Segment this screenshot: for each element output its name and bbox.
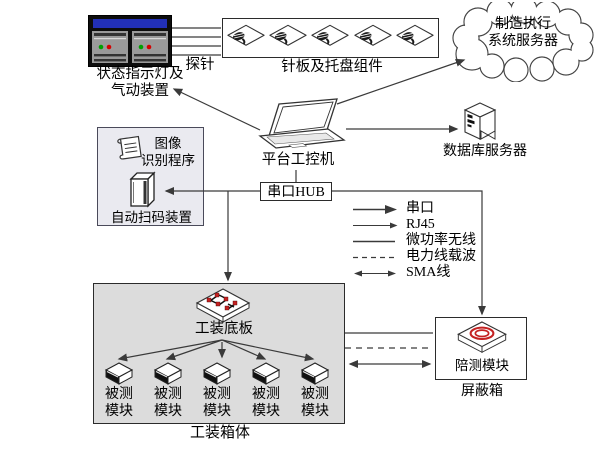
dut-module-label: 被测 模块 [203, 387, 231, 419]
legend-item-wireless: 微功率无线 [352, 234, 476, 248]
tray-icon [227, 24, 265, 46]
dut-module-icon [300, 362, 330, 385]
document-icon [117, 135, 142, 160]
legend-item-serial: 串口 [352, 202, 476, 216]
cloud-shape [452, 2, 594, 82]
mes-server-label: 制造执行 系统服务器 [488, 17, 558, 49]
fixture-base-label: 工装底板 [195, 321, 253, 337]
status-device-label: 状态指示灯及 气动装置 [96, 66, 184, 99]
shield-box-label: 屏蔽箱 [461, 384, 503, 399]
platform-pc-label: 平台工控机 [261, 152, 335, 168]
fixture-box-label: 工装箱体 [189, 425, 250, 441]
legend-sma-label: SMA线 [406, 265, 451, 280]
legend-wireless-label: 微功率无线 [406, 233, 476, 248]
dut-module-label: 被测 模块 [154, 387, 182, 419]
status-indicator-device-icon [88, 15, 172, 67]
companion-module-label: 陪测模块 [455, 358, 509, 373]
dut-module-label: 被测 模块 [105, 387, 133, 419]
legend-rj45-label: RJ45 [406, 217, 435, 232]
dut-module-label: 被测 模块 [252, 387, 280, 419]
scanner-device-icon [129, 171, 156, 208]
probe-label: 探针 [185, 57, 215, 73]
wireless-line-swatch [353, 240, 395, 242]
dut-module-icon [153, 362, 183, 385]
dut-module-icon [104, 362, 134, 385]
legend-item-sma: SMA线 [352, 266, 476, 280]
fixture-base-icon [195, 288, 251, 323]
db-server-label: 数据库服务器 [443, 144, 527, 159]
legend: 串口 RJ45 微功率无线 电力线载波 SMA线 [352, 202, 476, 282]
legend-serial-label: 串口 [406, 201, 434, 216]
serial-hub-label: 串口HUB [267, 185, 325, 200]
laptop-icon [258, 98, 346, 149]
sma-line-swatch [354, 270, 396, 276]
tray-icon [311, 24, 350, 46]
needle-board-box [222, 18, 439, 58]
image-program-label: 图像 识别程序 [141, 136, 195, 168]
auto-scanner-label: 自动扫码装置 [111, 210, 192, 225]
needle-board-label: 针板及托盘组件 [281, 59, 383, 75]
rj45-line-swatch [353, 222, 398, 228]
dut-module-icon [202, 362, 232, 385]
shield-box: 陪测模块 [435, 317, 527, 380]
companion-module-icon [457, 321, 507, 354]
dut-module-icon [251, 362, 281, 385]
serial-hub-box: 串口HUB [260, 182, 332, 201]
powerline-line-swatch [353, 256, 395, 258]
serial-line-swatch [353, 204, 397, 214]
database-server-icon [463, 102, 497, 140]
legend-item-powerline: 电力线载波 [352, 250, 476, 264]
dut-module-label: 被测 模块 [301, 387, 329, 419]
tray-icon [396, 24, 434, 46]
fixture-box: 工装底板 被测 模块 被测 模块 被测 模块 被测 模块 被测 模块 [93, 283, 345, 424]
legend-item-rj45: RJ45 [352, 218, 476, 232]
tray-icon [353, 24, 392, 46]
scanner-group-box: 图像 识别程序 自动扫码装置 [97, 127, 204, 226]
legend-powerline-label: 电力线载波 [406, 249, 476, 264]
tray-icon [269, 24, 307, 46]
